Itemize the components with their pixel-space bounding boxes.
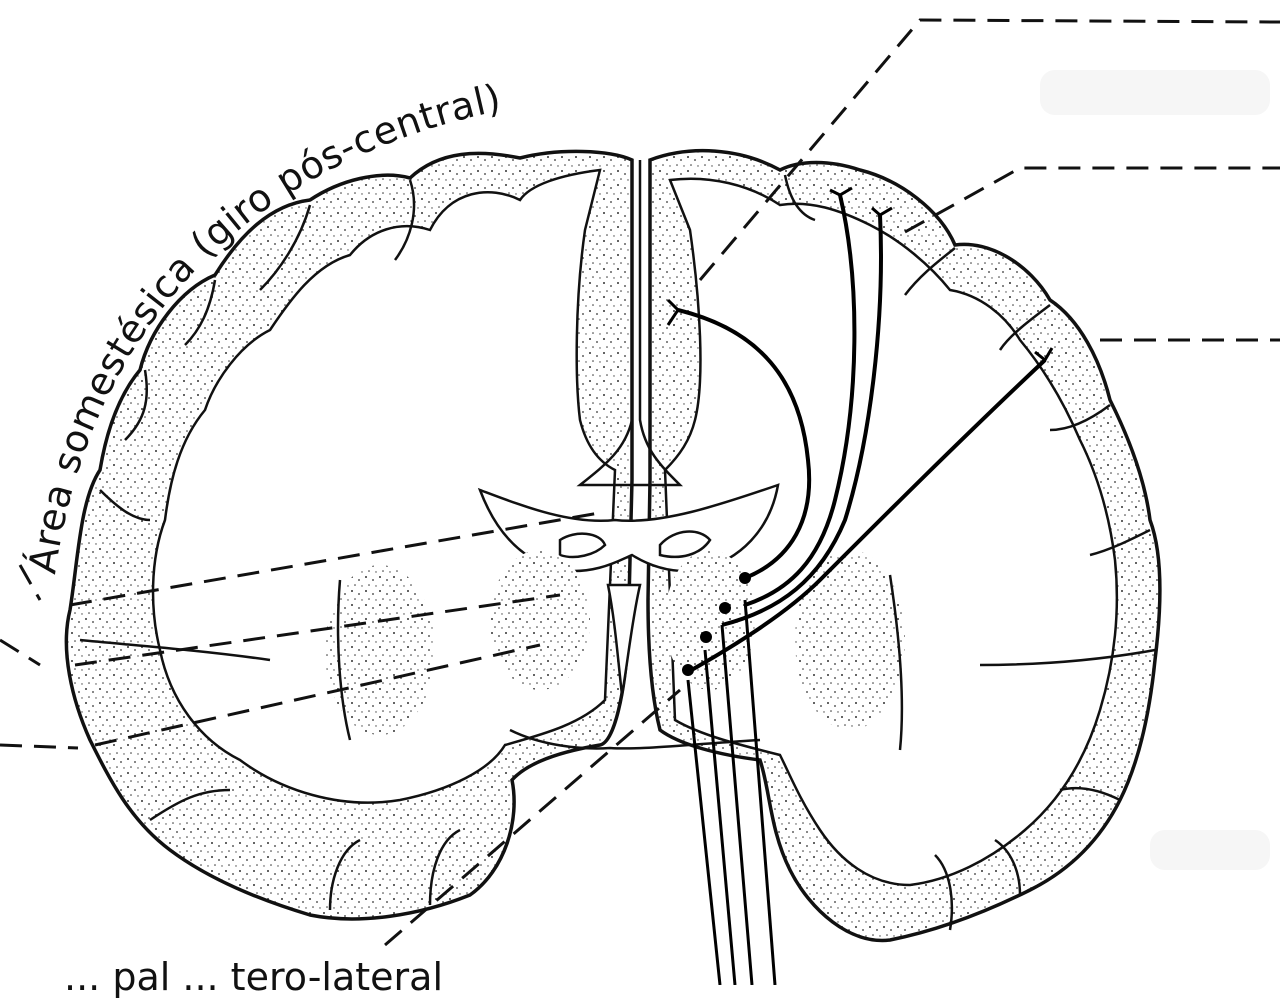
fiber-medial (677, 308, 812, 580)
leader-top (698, 18, 1280, 281)
right-lentiform-nucleus (795, 550, 905, 730)
left-sulcus-4 (124, 369, 149, 441)
right-hemisphere (646, 148, 1162, 943)
fiber-descending-3 (720, 624, 754, 985)
fiber-descending-1 (686, 679, 722, 985)
leader-lines (0, 18, 1280, 947)
ending-medial (666, 298, 680, 326)
left-sulcus-1 (393, 179, 416, 261)
deep-structures (325, 160, 905, 751)
left-ventricle (558, 532, 607, 559)
right-ventricle (658, 530, 712, 559)
ending-dorsal-2 (871, 206, 893, 217)
left-sulcus-6 (79, 638, 271, 662)
brain-base (509, 728, 761, 750)
right-sulcus-7 (1059, 786, 1121, 802)
left-thalamus (490, 550, 590, 690)
fiber-descending-4 (743, 599, 777, 985)
left-sulcus-7 (149, 788, 231, 822)
fiber-descending-2 (703, 649, 737, 985)
leader-left-6 (18, 564, 42, 601)
leader-left-3 (94, 643, 541, 747)
terminal-3 (700, 631, 712, 643)
third-ventricle (606, 583, 642, 696)
leader-bottom-right (384, 688, 681, 947)
left-sulcus-2 (259, 204, 312, 291)
terminal-4 (682, 664, 694, 676)
leader-left-2 (74, 593, 561, 667)
left-sulcus-9 (428, 828, 461, 906)
right-sulcus-5 (1089, 528, 1151, 557)
left-sulcus-8 (328, 838, 361, 911)
ending-dorsal-1 (829, 186, 853, 197)
right-internal-capsule (888, 574, 904, 751)
left-sulcus-5 (99, 489, 151, 522)
leader-left-5 (0, 638, 41, 667)
right-thalamus (665, 550, 755, 690)
right-sulcus-2 (904, 247, 956, 296)
bottom-partial-label: ... pal ... tero-lateral (64, 955, 443, 999)
left-hemisphere (64, 149, 634, 921)
background-marks (1040, 70, 1270, 870)
right-sulcus-9 (994, 838, 1022, 896)
terminal-1 (739, 572, 751, 584)
right-sulcus-8 (934, 854, 954, 931)
longitudinal-fissure (576, 160, 684, 487)
right-white-matter (663, 177, 1119, 887)
fiber-dorsal-1 (744, 194, 857, 607)
fiber-dorsal-2 (721, 214, 883, 627)
leader-left-4 (0, 743, 79, 750)
left-lentiform-nucleus (325, 565, 435, 735)
terminal-2 (719, 602, 731, 614)
left-sulcus-3 (184, 279, 217, 346)
projection-fibers (666, 186, 1054, 985)
leader-left-1 (69, 510, 606, 607)
right-sulcus-6 (979, 648, 1156, 667)
right-sulcus-4 (1049, 403, 1111, 432)
leader-mid-right (904, 166, 1280, 234)
left-internal-capsule (336, 579, 352, 741)
right-sulcus-1 (783, 174, 816, 222)
ending-lateral (1034, 347, 1054, 363)
right-sulcus-3 (998, 304, 1051, 351)
